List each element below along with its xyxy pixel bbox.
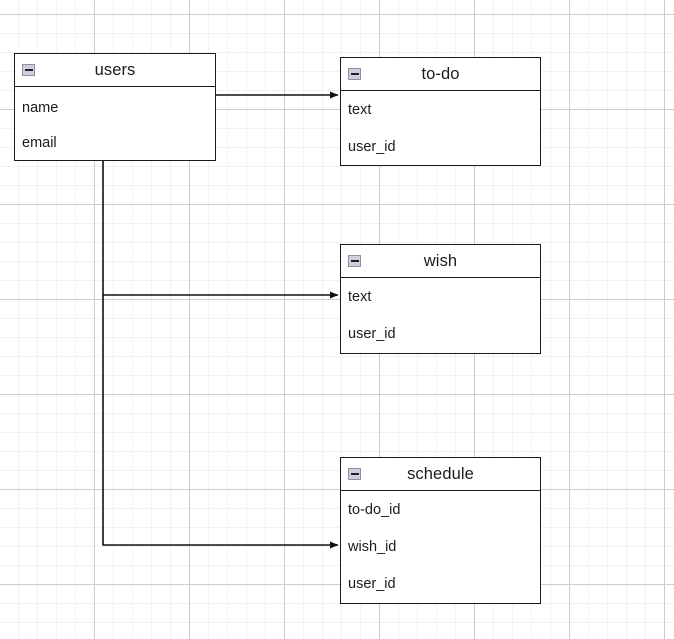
entity-todo-title: to-do: [421, 64, 460, 83]
entity-schedule-title: schedule: [407, 464, 474, 483]
minus-box-icon[interactable]: [348, 468, 361, 480]
entity-wish[interactable]: wish text user_id: [340, 244, 541, 354]
field-row[interactable]: user_id: [348, 575, 396, 592]
field-row[interactable]: user_id: [348, 325, 396, 342]
entity-users-header[interactable]: users: [15, 54, 215, 87]
entity-users-title: users: [94, 60, 136, 79]
entity-todo[interactable]: to-do text user_id: [340, 57, 541, 166]
field-row[interactable]: text: [348, 101, 372, 118]
entity-schedule[interactable]: schedule to-do_id wish_id user_id: [340, 457, 541, 604]
edge-users-to-wish[interactable]: [102, 161, 339, 299]
edge-users-to-schedule[interactable]: [102, 295, 339, 549]
minus-box-icon[interactable]: [22, 64, 35, 76]
field-row[interactable]: to-do_id: [348, 501, 401, 518]
entity-schedule-header[interactable]: schedule: [341, 458, 540, 491]
entity-schedule-fields: to-do_id wish_id user_id: [341, 491, 540, 602]
entity-users[interactable]: users name email: [14, 53, 216, 161]
minus-box-icon[interactable]: [348, 255, 361, 267]
entity-todo-header[interactable]: to-do: [341, 58, 540, 91]
entity-wish-fields: text user_id: [341, 278, 540, 352]
entity-users-fields: name email: [15, 87, 215, 161]
field-row[interactable]: user_id: [348, 138, 396, 155]
field-row[interactable]: wish_id: [348, 538, 397, 555]
entity-todo-fields: text user_id: [341, 91, 540, 165]
entity-wish-header[interactable]: wish: [341, 245, 540, 278]
field-row[interactable]: name: [22, 100, 59, 116]
entity-wish-title: wish: [423, 251, 458, 270]
field-row[interactable]: text: [348, 288, 372, 305]
field-row[interactable]: email: [22, 135, 57, 151]
minus-box-icon[interactable]: [348, 68, 361, 80]
